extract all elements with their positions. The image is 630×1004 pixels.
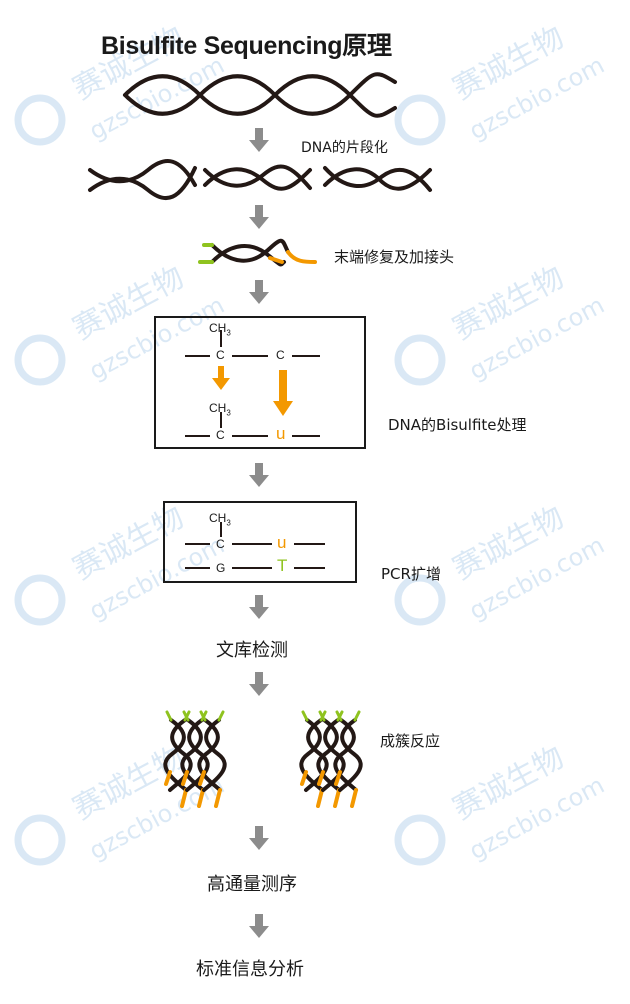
arrow-8: [249, 914, 269, 938]
cluster-strand: [185, 718, 210, 792]
cluster-strand: [304, 718, 329, 792]
watermark-logo-icon: [394, 334, 446, 386]
arrow-1: [249, 128, 269, 152]
cluster-adapter-orange: [197, 788, 205, 808]
cluster-strand: [333, 718, 358, 792]
cluster-adapter-orange: [181, 770, 189, 786]
cluster-adapter-green: [301, 710, 309, 722]
cluster-adapter-orange: [300, 770, 308, 786]
cluster-adapter-green: [199, 710, 207, 722]
cluster-strand: [180, 718, 205, 792]
page-title: Bisulfite Sequencing原理: [101, 32, 392, 60]
cluster-strand: [163, 718, 188, 792]
step-fragment-label: DNA的片段化: [301, 140, 388, 156]
methyl-group-pcr: CH3: [209, 511, 231, 528]
step-repair-label: 末端修复及加接头: [334, 248, 455, 266]
uracil-converted: u: [276, 424, 286, 443]
dna-with-adapters: [198, 238, 317, 267]
cluster-adapter-orange: [317, 770, 325, 786]
step-sequencing-label: 高通量测序: [207, 874, 297, 895]
arrow-3: [249, 280, 269, 304]
cluster-adapter-green: [182, 710, 190, 722]
cluster-strand: [299, 718, 324, 792]
arrow-5: [249, 595, 269, 619]
cluster-strand: [197, 718, 222, 792]
cluster-adapter-green: [165, 710, 173, 722]
cluster-adapter-orange: [164, 770, 172, 786]
pcr-reaction: [185, 522, 325, 569]
step-cluster-label: 成簇反应: [380, 732, 441, 750]
cluster-adapter-green: [353, 710, 361, 722]
uracil-pcr: u: [277, 533, 287, 552]
methyl-group-top: CH3: [209, 321, 231, 338]
orange-arrow-convert: [273, 370, 293, 416]
cluster-strand: [168, 718, 193, 792]
watermark-logo-icon: [394, 94, 446, 146]
arrow-2: [249, 205, 269, 229]
watermark-logo-icon: [14, 94, 66, 146]
cluster-strand: [202, 718, 227, 792]
dna-double-helix: [123, 72, 397, 118]
cluster-adapter-green: [335, 710, 343, 722]
step-pcr-label: PCR扩增: [381, 565, 441, 583]
dna-fragments: [88, 159, 432, 201]
arrow-4: [249, 463, 269, 487]
watermark-logo-icon: [394, 574, 446, 626]
pcr-box: [163, 501, 357, 583]
cluster-adapter-green: [217, 710, 225, 722]
cluster-adapter-orange: [180, 788, 188, 808]
cluster-adapter-orange: [198, 770, 206, 786]
arrow-6: [249, 672, 269, 696]
cluster-strand: [338, 718, 363, 792]
cluster-adapter-orange: [214, 788, 222, 808]
cluster-adapter-orange: [333, 788, 341, 808]
step-library-qc-label: 文库检测: [216, 640, 288, 661]
cluster-adapter-orange: [316, 788, 324, 808]
cluster-adapter-orange: [350, 788, 358, 808]
cluster-bundle-left: [163, 710, 227, 808]
watermark-logo-icon: [14, 334, 66, 386]
watermark-logo-icon: [394, 814, 446, 866]
cytosine-methylated-top: C: [216, 348, 225, 362]
cytosine-pcr: C: [216, 537, 225, 551]
cluster-bundle-right: [299, 710, 363, 808]
cluster-adapter-orange: [334, 770, 342, 786]
thymine-pcr: T: [277, 556, 288, 575]
bisulfite-reaction: [185, 330, 320, 437]
watermark-logo-icon: [14, 574, 66, 626]
guanine-pcr: G: [216, 561, 226, 575]
cluster-strand: [321, 718, 346, 792]
bisulfite-box: [154, 316, 366, 449]
watermark-logo-icon: [14, 814, 66, 866]
methyl-group-bottom: CH3: [209, 401, 231, 418]
step-analysis-label: 标准信息分析: [196, 959, 304, 980]
cluster-adapter-green: [318, 710, 326, 722]
arrow-7: [249, 826, 269, 850]
orange-arrow-methyl: [212, 366, 230, 390]
cytosine-unmethylated-top: C: [276, 348, 285, 362]
cytosine-methylated-bottom: C: [216, 428, 225, 442]
step-bisulfite-label: DNA的Bisulfite处理: [388, 416, 527, 434]
cluster-strand: [316, 718, 341, 792]
